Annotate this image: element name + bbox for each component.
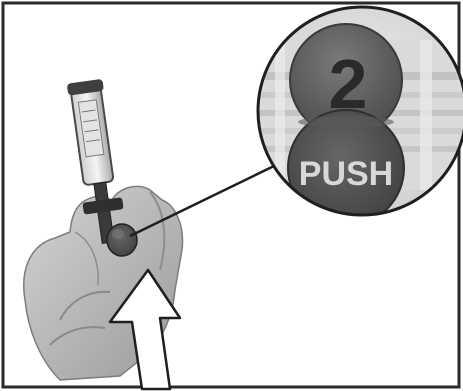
plunger-button-icon [107,224,137,256]
push-label: PUSH [299,155,393,193]
step-number: 2 [329,45,368,123]
